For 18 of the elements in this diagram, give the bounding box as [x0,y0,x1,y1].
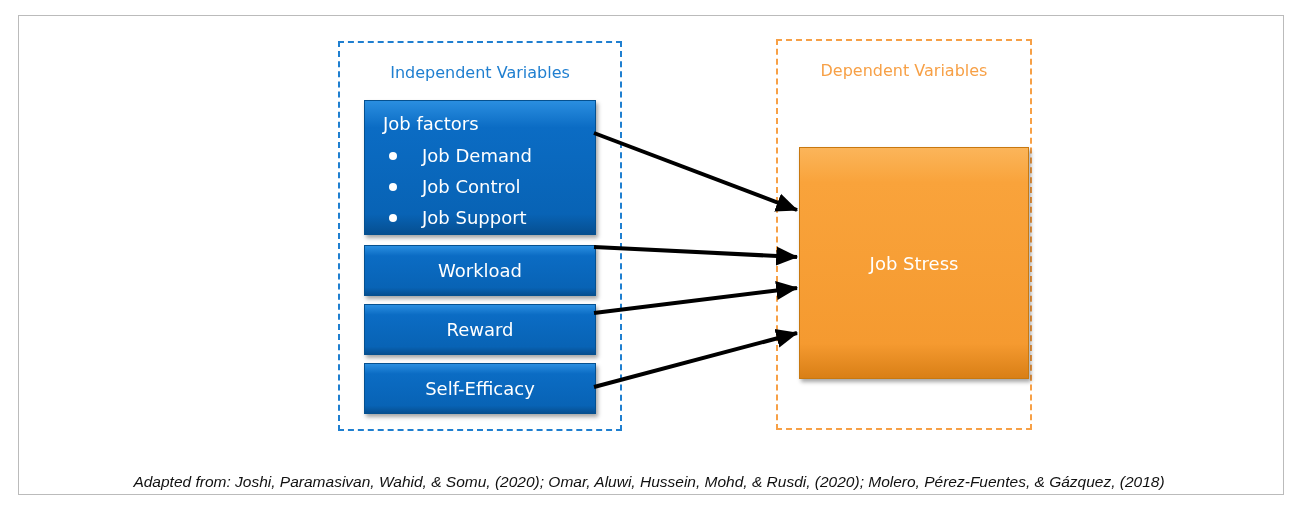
outcome-box: Job Stress [799,147,1029,379]
group-heading: Independent Variables [389,63,571,82]
list-item: Job Support [422,207,527,228]
arrow [593,281,799,315]
group-heading: Dependent Variables [819,61,989,80]
arrow [593,245,799,266]
box-heading: Job factors [383,113,479,134]
caption: Adapted from: Joshi, Paramasivan, Wahid, & Somu, (2020); Omar, Aluwi, Hussein, Mohd, & Rusdi, (2020); Molero, Pérez-Fuentes, & Gázquez, (2018) [133,473,1165,490]
arrow [593,131,799,212]
variable-box: Self-Efficacy [364,363,596,414]
variable-box: Workload [364,245,596,296]
group-frame [338,41,622,431]
variable-box: Reward [364,304,596,355]
list-item: Job Control [422,176,521,197]
variable-box [364,100,596,235]
arrow [593,329,799,389]
group-frame [776,39,1032,430]
list-item: Job Demand [422,145,532,166]
